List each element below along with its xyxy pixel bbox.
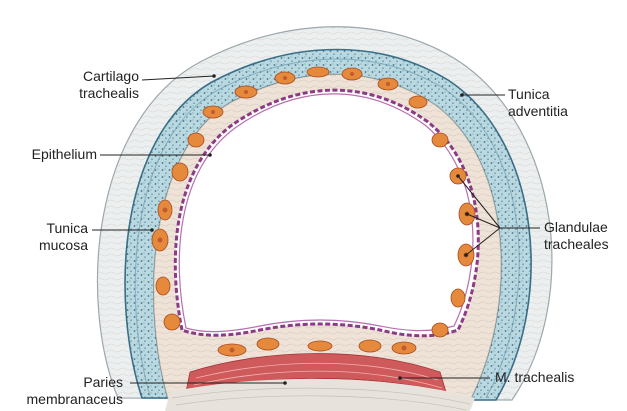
- label-m-trachealis: M. trachealis: [495, 369, 574, 386]
- label-epithelium: Epithelium: [32, 146, 97, 163]
- label-paries-membranaceus: Paries membranaceus: [27, 374, 124, 408]
- label-tunica-mucosa: Tunica mucosa: [39, 220, 88, 254]
- label-glandulae-tracheales: Glandulae tracheales: [544, 219, 609, 253]
- label-tunica-adventitia: Tunica adventitia: [508, 86, 568, 120]
- label-cartilago-trachealis: Cartilago trachealis: [79, 68, 139, 102]
